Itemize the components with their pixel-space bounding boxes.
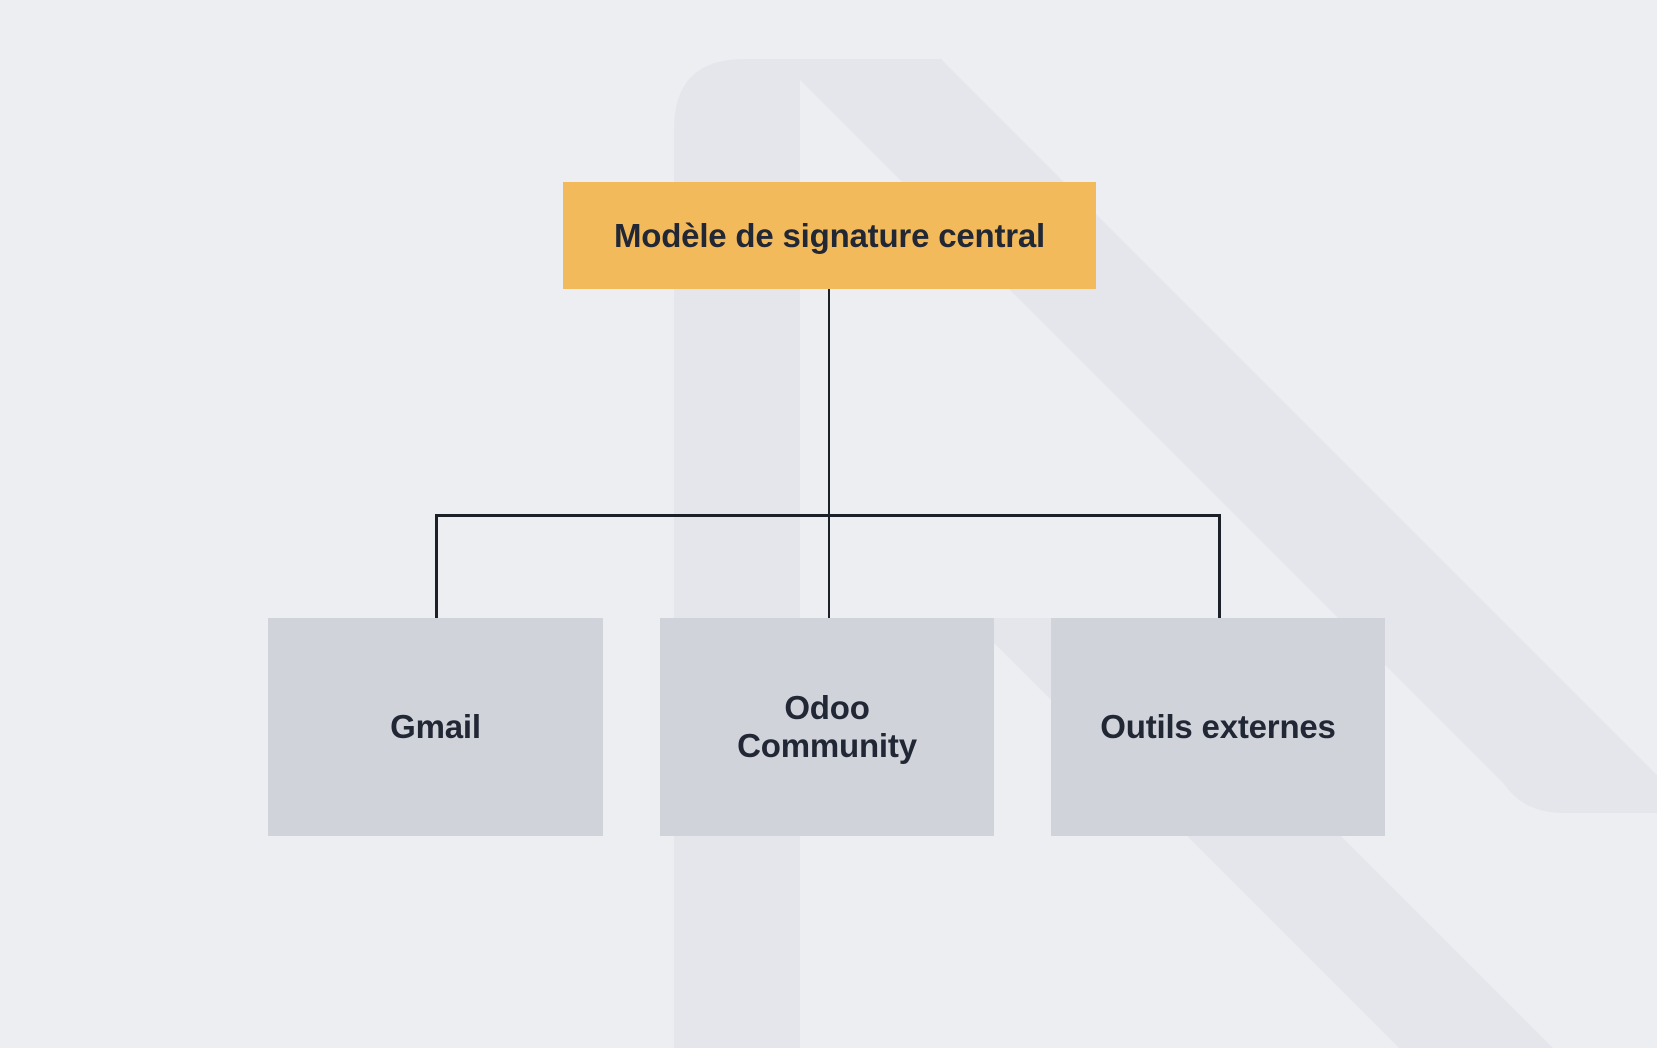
connector-root-stem [827,289,830,620]
root-node-signature-model: Modèle de signature central [563,182,1096,289]
root-node-label: Modèle de signature central [613,216,1046,254]
connector-branch-bar [435,514,1221,517]
child-node-label: Gmail [390,707,481,745]
child-node-odoo-community: Odoo Community [660,618,994,836]
child-node-gmail: Gmail [268,618,603,836]
connector-drop-right [1218,514,1221,620]
child-node-label: Outils externes [1100,707,1336,745]
child-node-label: Odoo Community [737,688,917,764]
child-node-outils-externes: Outils externes [1051,618,1385,836]
connector-drop-left [435,514,438,620]
